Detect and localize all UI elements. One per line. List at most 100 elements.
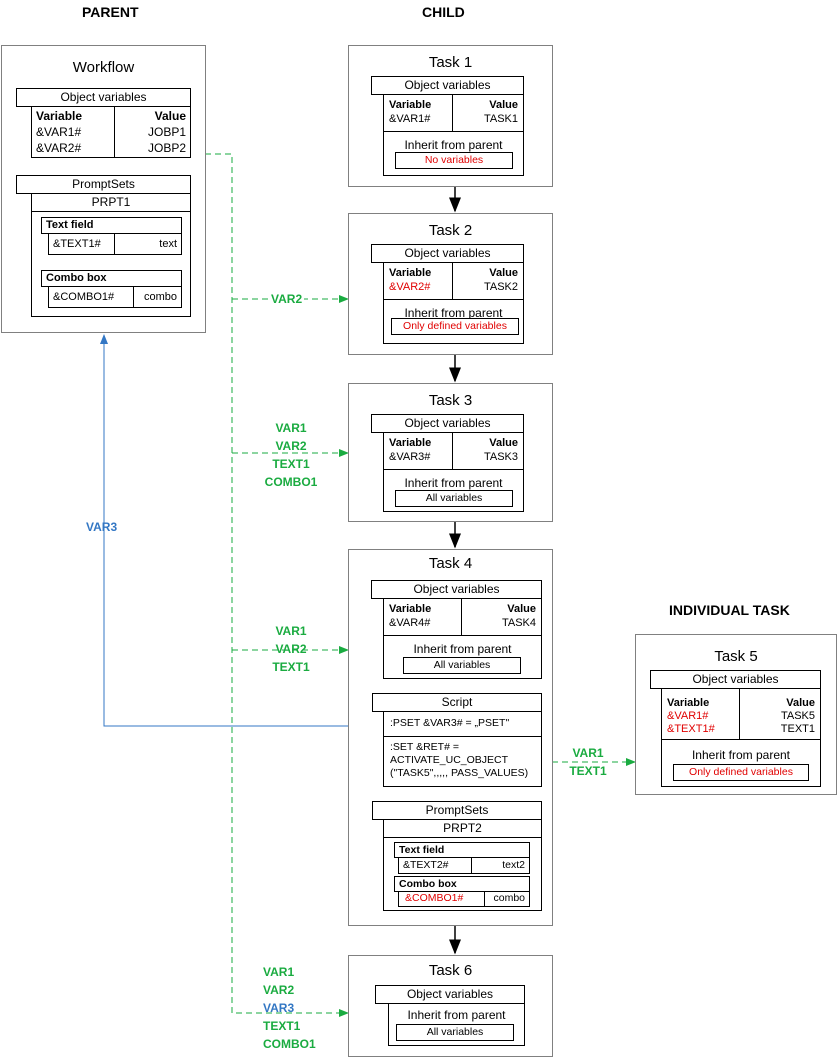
task5-var-1: &VAR1# [667, 710, 709, 722]
task3-title: Task 3 [428, 392, 473, 409]
task2-col-value: Value [489, 267, 518, 279]
task5-title: Task 5 [714, 648, 758, 665]
task1-objvars-table: Variable Value &VAR1# TASK1 [383, 94, 524, 132]
label-to-task6-var1: VAR1 [263, 965, 295, 979]
task4-textfield-val: text2 [502, 859, 525, 871]
task4-objvars-title: Object variables [371, 580, 542, 599]
task5-val-1: TASK5 [780, 710, 815, 722]
parent-header: PARENT [82, 4, 139, 20]
task2-inherit-title: Inherit from parent [404, 306, 503, 320]
child-header: CHILD [422, 4, 465, 20]
workflow-promptsets-title: PromptSets [16, 175, 191, 194]
task4-textfield-row: &TEXT2# text2 [398, 857, 530, 874]
task4-combobox-var: &COMBO1# [405, 892, 464, 904]
task3-col-variable: Variable [389, 437, 432, 449]
task6-title: Task 6 [428, 962, 473, 979]
task3-var: &VAR3# [389, 451, 431, 463]
task3-val: TASK3 [483, 451, 518, 463]
workflow-col-variable: Variable [36, 109, 83, 123]
task1-var: &VAR1# [389, 113, 431, 125]
task1-val: TASK1 [483, 113, 518, 125]
task4-inherit-value: All variables [403, 657, 521, 674]
workflow-val-1: JOBP1 [147, 125, 186, 139]
workflow-objvars-title: Object variables [16, 88, 191, 107]
label-to-task3-var1: VAR1 [275, 421, 307, 435]
task4-script-title: Script [372, 693, 542, 712]
labels-to-task4: VAR1 VAR2 TEXT1 [256, 622, 326, 676]
label-to-task5-text1: TEXT1 [569, 764, 607, 778]
workflow-col-value: Value [154, 109, 186, 123]
workflow-promptset-name: PRPT1 [31, 193, 191, 212]
task1-inherit-title: Inherit from parent [404, 138, 503, 152]
task5-var-2: &TEXT1# [667, 723, 715, 735]
task5-inherit-value: Only defined variables [673, 764, 809, 781]
labels-to-task3: VAR1 VAR2 TEXT1 COMBO1 [256, 419, 326, 491]
task3-col-value: Value [489, 437, 518, 449]
label-back-var3: VAR3 [86, 520, 118, 534]
task2-inherit-value: Only defined variables [391, 318, 519, 335]
workflow-combobox-label: Combo box [41, 270, 182, 287]
task4-script-line1-box: :PSET &VAR3# = „PSET" [383, 711, 542, 737]
task2-var: &VAR2# [389, 281, 431, 293]
task2-val: TASK2 [483, 281, 518, 293]
task3-inherit-value: All variables [395, 490, 513, 507]
workflow-combobox-row: &COMBO1# combo [48, 286, 182, 308]
task4-script-line2: :SET &RET# = [390, 741, 459, 753]
label-to-task6-combo1: COMBO1 [263, 1037, 316, 1051]
task4-script-line4: ("TASK5",,,,, PASS_VALUES) [390, 767, 529, 779]
task1-inherit-value: No variables [395, 152, 513, 169]
labels-to-task6: VAR1 VAR2 VAR3 TEXT1 COMBO1 [263, 963, 316, 1053]
task6-inherit-title: Inherit from parent [407, 1008, 506, 1022]
task4-col-variable: Variable [389, 603, 432, 615]
task4-script-line3: ACTIVATE_UC_OBJECT [390, 754, 509, 766]
workflow-textfield-label: Text field [41, 217, 182, 234]
label-to-task6-var2: VAR2 [263, 983, 295, 997]
task2-objvars-title: Object variables [371, 244, 524, 263]
individual-task-header: INDIVIDUAL TASK [669, 602, 790, 618]
label-to-task2-var2: VAR2 [269, 290, 305, 308]
task4-combobox-val: combo [493, 892, 525, 904]
task5-objvars-table: Variable Value &VAR1# TASK5 &TEXT1# TEXT… [661, 688, 821, 740]
task5-col-value: Value [786, 697, 815, 709]
task5-inherit-title: Inherit from parent [691, 748, 791, 762]
task4-combobox-label: Combo box [394, 876, 530, 892]
labels-to-task5: VAR1 TEXT1 [560, 744, 616, 780]
task4-script-line2-box: :SET &RET# = ACTIVATE_UC_OBJECT ("TASK5"… [383, 736, 542, 787]
task1-col-value: Value [489, 99, 518, 111]
task4-inherit-title: Inherit from parent [413, 642, 512, 656]
task4-objvars-table: Variable Value &VAR4# TASK4 [383, 598, 542, 636]
task4-val: TASK4 [501, 617, 536, 629]
connector-back-to-workflow [100, 334, 372, 727]
label-to-task3-combo1: COMBO1 [264, 475, 318, 489]
task5-col-variable: Variable [667, 697, 710, 709]
task4-combobox-row: &COMBO1# combo [398, 891, 530, 907]
task2-title: Task 2 [428, 222, 473, 239]
label-to-task4-var1: VAR1 [275, 624, 307, 638]
task1-objvars-title: Object variables [371, 76, 524, 95]
task4-var: &VAR4# [389, 617, 431, 629]
label-to-task5-var1: VAR1 [572, 746, 604, 760]
workflow-combobox-val: combo [143, 291, 177, 303]
task4-promptsets-title: PromptSets [372, 801, 542, 820]
label-to-task4-var2: VAR2 [275, 642, 307, 656]
connector-to-task6 [205, 153, 349, 1017]
task2-col-variable: Variable [389, 267, 432, 279]
workflow-objvars-table: Variable Value &VAR1# JOBP1 &VAR2# JOBP2 [31, 106, 191, 158]
workflow-textfield-var: &TEXT1# [53, 238, 101, 250]
task1-title: Task 1 [428, 54, 473, 71]
task1-col-variable: Variable [389, 99, 432, 111]
label-to-task6-text1: TEXT1 [263, 1019, 301, 1033]
task4-title: Task 4 [428, 555, 473, 572]
workflow-textfield-val: text [159, 238, 177, 250]
task5-objvars-title: Object variables [650, 670, 821, 689]
label-to-task4-text1: TEXT1 [272, 660, 310, 674]
task5-val-2: TEXT1 [780, 723, 815, 735]
task2-objvars-table: Variable Value &VAR2# TASK2 [383, 262, 524, 300]
label-to-task6-var3: VAR3 [263, 1001, 295, 1015]
workflow-combobox-var: &COMBO1# [53, 291, 115, 303]
label-to-task3-text1: TEXT1 [272, 457, 310, 471]
task6-objvars-title: Object variables [375, 985, 525, 1004]
workflow-var-2: &VAR2# [36, 141, 82, 155]
task3-objvars-title: Object variables [371, 414, 524, 433]
